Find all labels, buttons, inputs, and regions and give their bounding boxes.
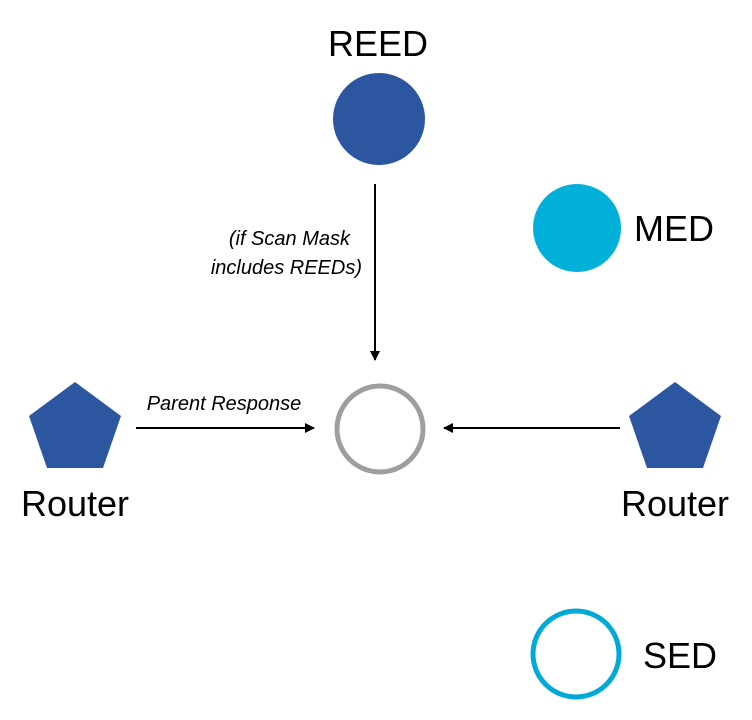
sed-node: SED	[530, 608, 717, 700]
edge-left-router-to-child: Parent Response	[136, 393, 315, 433]
med-label: MED	[634, 208, 714, 249]
reed-label: REED	[328, 23, 428, 64]
child-node	[334, 383, 426, 475]
med-circle	[533, 184, 621, 272]
med-node: MED	[533, 184, 714, 272]
sed-label: SED	[643, 635, 717, 676]
scan-mask-label-line1: (if Scan Mask	[229, 228, 351, 250]
reed-node: REED	[328, 23, 428, 165]
child-outline-circle	[334, 383, 426, 475]
sed-outline-circle	[530, 608, 622, 700]
router-right-node: Router	[621, 382, 729, 524]
router-left-pentagon	[29, 382, 121, 468]
scan-mask-label-line2: includes REEDs)	[211, 257, 362, 279]
reed-circle	[333, 73, 425, 165]
router-left-label: Router	[21, 483, 129, 524]
router-right-label: Router	[621, 483, 729, 524]
parent-response-label: Parent Response	[147, 393, 302, 415]
router-left-node: Router	[21, 382, 129, 524]
edge-reed-to-child: (if Scan Mask includes REEDs)	[211, 184, 380, 361]
router-right-pentagon	[629, 382, 721, 468]
